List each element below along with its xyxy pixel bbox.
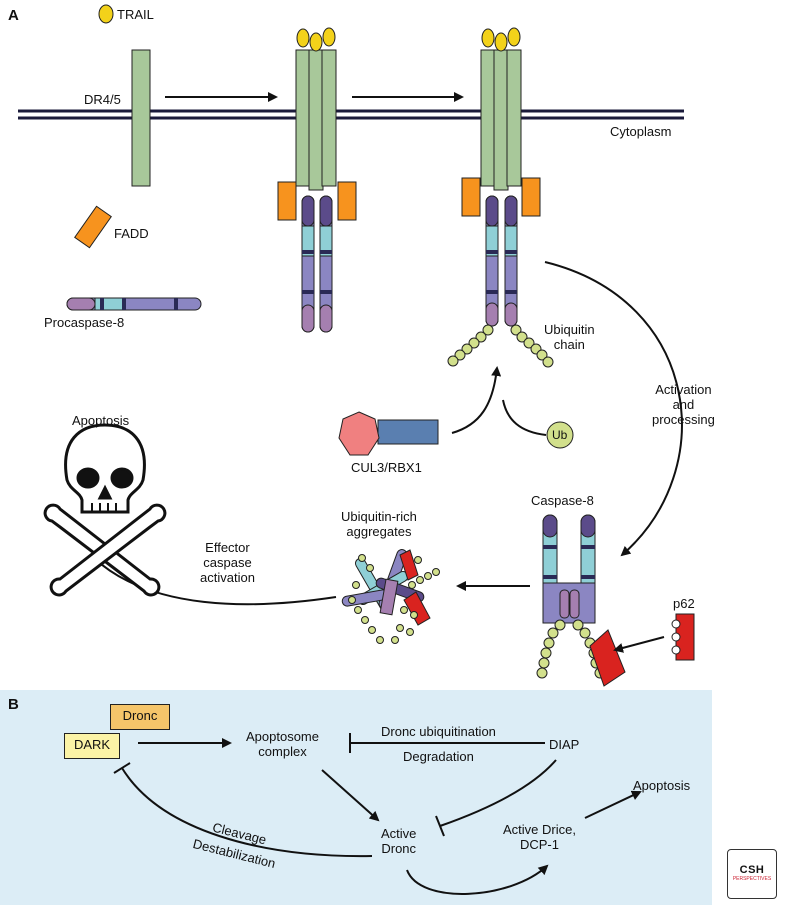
effector-arrow	[92, 556, 337, 606]
apoptosome-label: Apoptosome complex	[246, 729, 319, 759]
disc-complex-2	[447, 27, 554, 368]
arrow-apoptosome-to-dronc	[321, 769, 380, 822]
dr45-label: DR4/5	[84, 92, 121, 107]
arrow-dronc-to-drice	[406, 864, 549, 895]
trail-legend-icon	[98, 4, 114, 24]
inhibit-diap-apoptosome	[349, 733, 545, 753]
dark-box: DARK	[64, 733, 120, 759]
p62-label: p62	[673, 596, 695, 611]
cul3-rbx1-complex	[338, 411, 439, 456]
ubiquitin-chain-label: Ubiquitin chain	[544, 322, 595, 352]
cul3-label: CUL3/RBX1	[351, 460, 422, 475]
ubiquitin-rich-aggregate	[341, 549, 440, 644]
fadd-free	[74, 205, 112, 249]
ub-arrow	[502, 399, 547, 436]
caspase-8-active	[536, 514, 626, 687]
active-dronc-label: Active Dronc	[381, 826, 417, 856]
membrane	[18, 109, 684, 120]
panel-b-label: B	[8, 696, 19, 713]
logo-text: CSH	[739, 864, 765, 876]
cytoplasm-label: Cytoplasm	[610, 124, 672, 139]
caspase-8-label: Caspase-8	[531, 493, 594, 508]
fadd-label: FADD	[114, 226, 149, 241]
csh-logo: CSH PERSPECTIVES	[727, 849, 777, 899]
ub-label: Ub	[552, 428, 568, 442]
dronc-ubiquitination-label: Dronc ubiquitination	[381, 724, 496, 739]
ubiquitin-rich-label: Ubiquitin-rich aggregates	[341, 509, 417, 539]
cul3-arrow	[451, 366, 502, 434]
p62-arrow	[613, 636, 665, 653]
diap-label: DIAP	[549, 737, 580, 752]
apoptosis-a-label: Apoptosis	[72, 413, 130, 428]
effector-label: Effector caspase activation	[200, 540, 255, 585]
procaspase-8	[66, 297, 202, 311]
p62-protein	[671, 613, 695, 661]
apoptosis-b-label: Apoptosis	[633, 778, 691, 793]
inhibit-dronc-dark	[113, 762, 373, 858]
panel-a-label: A	[8, 7, 19, 24]
procaspase-8-label: Procaspase-8	[44, 315, 125, 330]
skull-icon	[43, 423, 167, 597]
ub-circle	[546, 421, 574, 449]
degradation-label: Degradation	[403, 749, 474, 764]
inhibit-diap-dronc	[435, 759, 557, 837]
activation-label: Activation and processing	[652, 382, 715, 427]
dr45-receptor	[131, 49, 151, 187]
activation-arrow	[544, 261, 683, 557]
trail-label: TRAIL	[117, 7, 154, 22]
logo-subtext: PERSPECTIVES	[732, 876, 772, 882]
arrow-drice-to-apoptosis	[584, 790, 642, 819]
disc-complex-1	[277, 27, 357, 333]
dronc-box: Dronc	[110, 704, 170, 730]
active-drice-label: Active Drice, DCP-1	[503, 822, 576, 852]
